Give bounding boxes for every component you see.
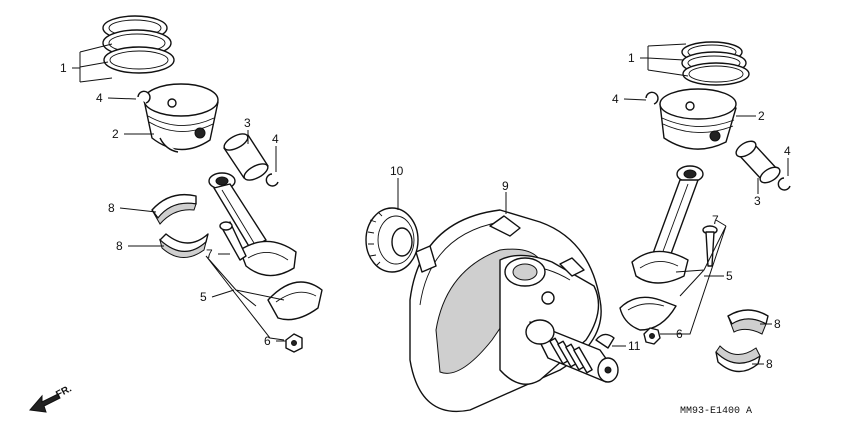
callout-6-left: 6 <box>264 334 271 348</box>
callout-3-left: 3 <box>244 116 251 130</box>
bearing-left-a <box>151 193 197 225</box>
callout-1-left: 1 <box>60 61 67 75</box>
callout-1-right: 1 <box>628 51 635 65</box>
piston-pin-left <box>223 133 269 181</box>
callout-6-right: 6 <box>676 327 683 341</box>
piston-rings-left <box>102 15 175 74</box>
bearing-left-b <box>159 233 209 258</box>
callout-4-left-a: 4 <box>96 91 103 105</box>
piston-right <box>659 88 737 150</box>
leader-lines <box>72 43 789 365</box>
piston-rings-right <box>681 41 750 86</box>
callout-8-right-b: 8 <box>766 357 773 371</box>
callout-8-left-b: 8 <box>116 239 123 253</box>
bearing-right-a <box>727 309 769 335</box>
callout-4-right-b: 4 <box>784 144 791 158</box>
front-direction-label: FR. <box>54 383 74 400</box>
primary-gear <box>365 207 419 273</box>
callout-11: 11 <box>628 339 641 353</box>
callout-7-right: 7 <box>712 213 719 227</box>
rod-bolt-left <box>219 221 247 261</box>
rod-nut-right <box>643 327 661 345</box>
piston-pin-right <box>735 140 781 184</box>
crankshaft <box>409 209 619 413</box>
callout-3-right: 3 <box>754 194 761 208</box>
callout-4-left-b: 4 <box>272 132 279 146</box>
connecting-rod-cap-right <box>619 296 677 331</box>
bearing-right-b <box>715 345 761 373</box>
rod-nut-left <box>285 333 303 353</box>
circlip-right-b <box>777 177 791 191</box>
connecting-rod-right <box>631 165 704 284</box>
piston-left <box>143 83 219 153</box>
circlip-right-a <box>645 91 659 105</box>
connecting-rod-left <box>208 172 297 277</box>
circlip-left-a <box>137 90 151 104</box>
callout-8-right-a: 8 <box>774 317 781 331</box>
callout-10: 10 <box>390 164 404 178</box>
callout-2-left: 2 <box>112 127 119 141</box>
rod-bolt-right <box>702 225 718 267</box>
crankshaft-gear-teeth <box>549 337 593 374</box>
callout-2-right: 2 <box>758 109 765 123</box>
callout-9: 9 <box>502 179 509 193</box>
woodruff-key <box>595 333 615 349</box>
callout-4-right-a: 4 <box>612 92 619 106</box>
callout-7-left: 7 <box>206 247 213 261</box>
callout-5-right: 5 <box>726 269 733 283</box>
callout-5-left: 5 <box>200 290 207 304</box>
callout-8-left-a: 8 <box>108 201 115 215</box>
circlip-left-b <box>265 173 279 187</box>
diagram-code: MM93-E1400 A <box>680 406 752 417</box>
front-direction-arrow-icon <box>29 393 61 413</box>
connecting-rod-cap-left <box>267 281 323 321</box>
